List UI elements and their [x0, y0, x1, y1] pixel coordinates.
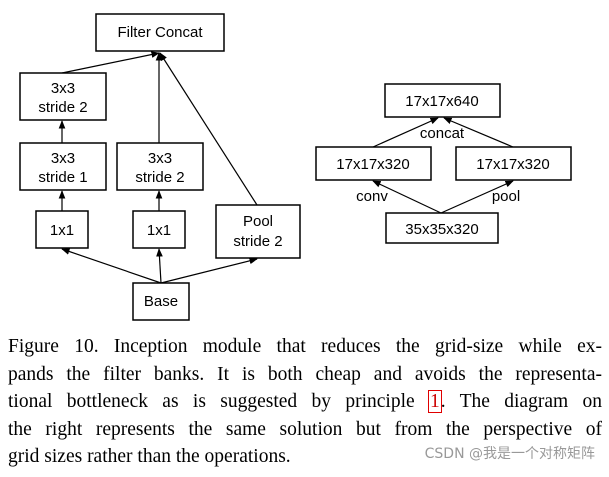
node-left-branch-17x17x320: 17x17x320: [315, 146, 432, 181]
caption-line-2: pands the filter banks. It is both cheap…: [8, 363, 602, 385]
node-filter-concat: Filter Concat: [95, 13, 225, 52]
filter-concat-label: Filter Concat: [117, 24, 203, 41]
conv1x1-b-label: 1x1: [147, 222, 171, 239]
node-input-35x35x320: 35x35x320: [385, 212, 499, 244]
input-label: 35x35x320: [405, 221, 478, 238]
caption-line-3-tail: . The diagram on: [440, 391, 602, 412]
node-conv1x1-b: 1x1: [132, 210, 186, 249]
conv3x3-stride2-top-line2: stride 2: [38, 99, 87, 116]
csdn-watermark: CSDN @我是一个对称矩阵: [424, 446, 595, 462]
inception-diagram: Filter Concat 3x3 stride 2 3x3 stride 1 …: [19, 13, 572, 321]
edge-right-branch-to-out: [443, 117, 514, 148]
pool-line2: stride 2: [233, 233, 282, 250]
caption-line-3: tional bottleneck as is suggested by pri…: [8, 388, 602, 416]
conv1x1-a-label: 1x1: [50, 222, 74, 239]
pool-line1: Pool: [243, 213, 273, 230]
node-conv3x3-stride2-top: 3x3 stride 2: [19, 72, 107, 121]
conv3x3-stride1-line2: stride 1: [38, 169, 87, 186]
edge-base-to-1x1b: [156, 248, 163, 284]
node-base: Base: [132, 282, 190, 321]
principle-reference-link[interactable]: 1: [428, 390, 442, 413]
caption-line-1: Figure 10. Inception module that reduces…: [8, 336, 602, 357]
node-out-17x17x640: 17x17x640: [384, 83, 501, 118]
edge-label-pool: pool: [492, 188, 520, 205]
conv3x3-stride2-mid-line2: stride 2: [135, 169, 184, 186]
edge-left-branch-to-out: [372, 117, 439, 148]
edge-label-concat: concat: [420, 125, 465, 142]
node-conv1x1-a: 1x1: [35, 210, 89, 249]
node-conv3x3-stride1: 3x3 stride 1: [19, 142, 107, 191]
left-branch-label: 17x17x320: [336, 156, 409, 173]
left-diagram-edges: [58, 51, 258, 284]
edge-3x3s2top-to-concat: [61, 51, 160, 74]
edge-label-conv: conv: [356, 188, 388, 205]
out-label: 17x17x640: [405, 93, 478, 110]
caption-line-3-text: tional bottleneck as is suggested by pri…: [8, 391, 429, 412]
node-pool-stride2: Pool stride 2: [215, 204, 301, 259]
edge-input-to-left-branch: [372, 180, 442, 214]
edge-pool-to-concat: [159, 52, 258, 206]
edge-base-to-pool: [160, 257, 258, 284]
caption-line-4: the right represents the same solution b…: [8, 418, 602, 440]
conv3x3-stride2-top-line1: 3x3: [51, 80, 75, 97]
right-branch-label: 17x17x320: [476, 156, 549, 173]
node-conv3x3-stride2-mid: 3x3 stride 2: [116, 142, 204, 191]
base-label: Base: [144, 293, 178, 310]
figure-caption: Figure 10. Inception module that reduces…: [8, 333, 602, 471]
conv3x3-stride1-line1: 3x3: [51, 150, 75, 167]
node-right-branch-17x17x320: 17x17x320: [455, 146, 572, 181]
caption-line-5: grid sizes rather than the operations.: [8, 446, 291, 467]
edge-input-to-right-branch: [440, 180, 514, 214]
edge-base-to-1x1a: [61, 248, 162, 284]
right-diagram-edges: [372, 117, 514, 214]
conv3x3-stride2-mid-line1: 3x3: [148, 150, 172, 167]
